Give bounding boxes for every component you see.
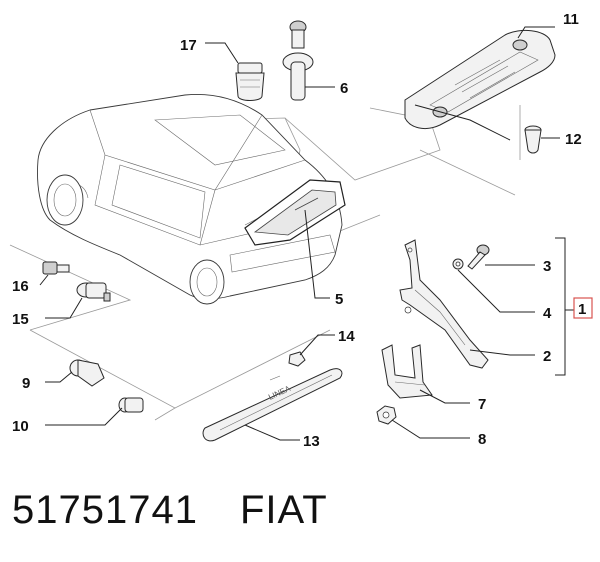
part-7-mount [381, 344, 433, 399]
part-caption: 51751741 FIAT [12, 488, 328, 533]
callout-14: 14 [338, 328, 355, 345]
callout-15: 15 [12, 311, 29, 328]
callout-10: 10 [12, 418, 29, 435]
part-9-cap [69, 359, 105, 387]
callout-4: 4 [543, 305, 552, 322]
part-3-screw [467, 244, 490, 270]
callout-9: 9 [22, 375, 30, 392]
callout-labels: 17 6 11 12 3 4 1 2 7 8 5 14 13 16 15 9 1… [12, 11, 593, 450]
car-illustration [37, 93, 343, 305]
callout-6: 6 [340, 80, 348, 97]
part-14-clip [288, 351, 306, 367]
parts-diagram: LINEA [9, 11, 593, 450]
part-2-bracket [399, 239, 489, 369]
part-number: 51751741 [12, 488, 198, 532]
callout-13: 13 [303, 433, 320, 450]
brand-name: FIAT [239, 488, 328, 532]
part-8-nut [376, 405, 397, 425]
leader-lines [39, 26, 578, 441]
part-16-pin [42, 261, 70, 275]
callout-17: 17 [180, 37, 197, 54]
callout-5: 5 [335, 291, 343, 308]
part-15-switch [76, 282, 111, 302]
callout-7: 7 [478, 396, 486, 413]
part-4-washer [452, 258, 464, 270]
callout-3: 3 [543, 258, 551, 275]
callout-1-highlight-box [573, 297, 593, 319]
part-6-bushing [282, 20, 314, 101]
part-13-trim: LINEA [202, 368, 343, 442]
callout-12: 12 [565, 131, 582, 148]
part-12-cap [524, 125, 542, 154]
callout-11: 11 [563, 11, 579, 28]
part-10-grommet [118, 397, 144, 413]
callout-8: 8 [478, 431, 486, 448]
callout-2: 2 [543, 348, 551, 365]
trunk-handle-highlight [244, 179, 346, 246]
callout-1: 1 [578, 301, 586, 318]
part-11-housing [404, 29, 556, 129]
callout-16: 16 [12, 278, 29, 295]
part-17-bumper [235, 62, 265, 101]
